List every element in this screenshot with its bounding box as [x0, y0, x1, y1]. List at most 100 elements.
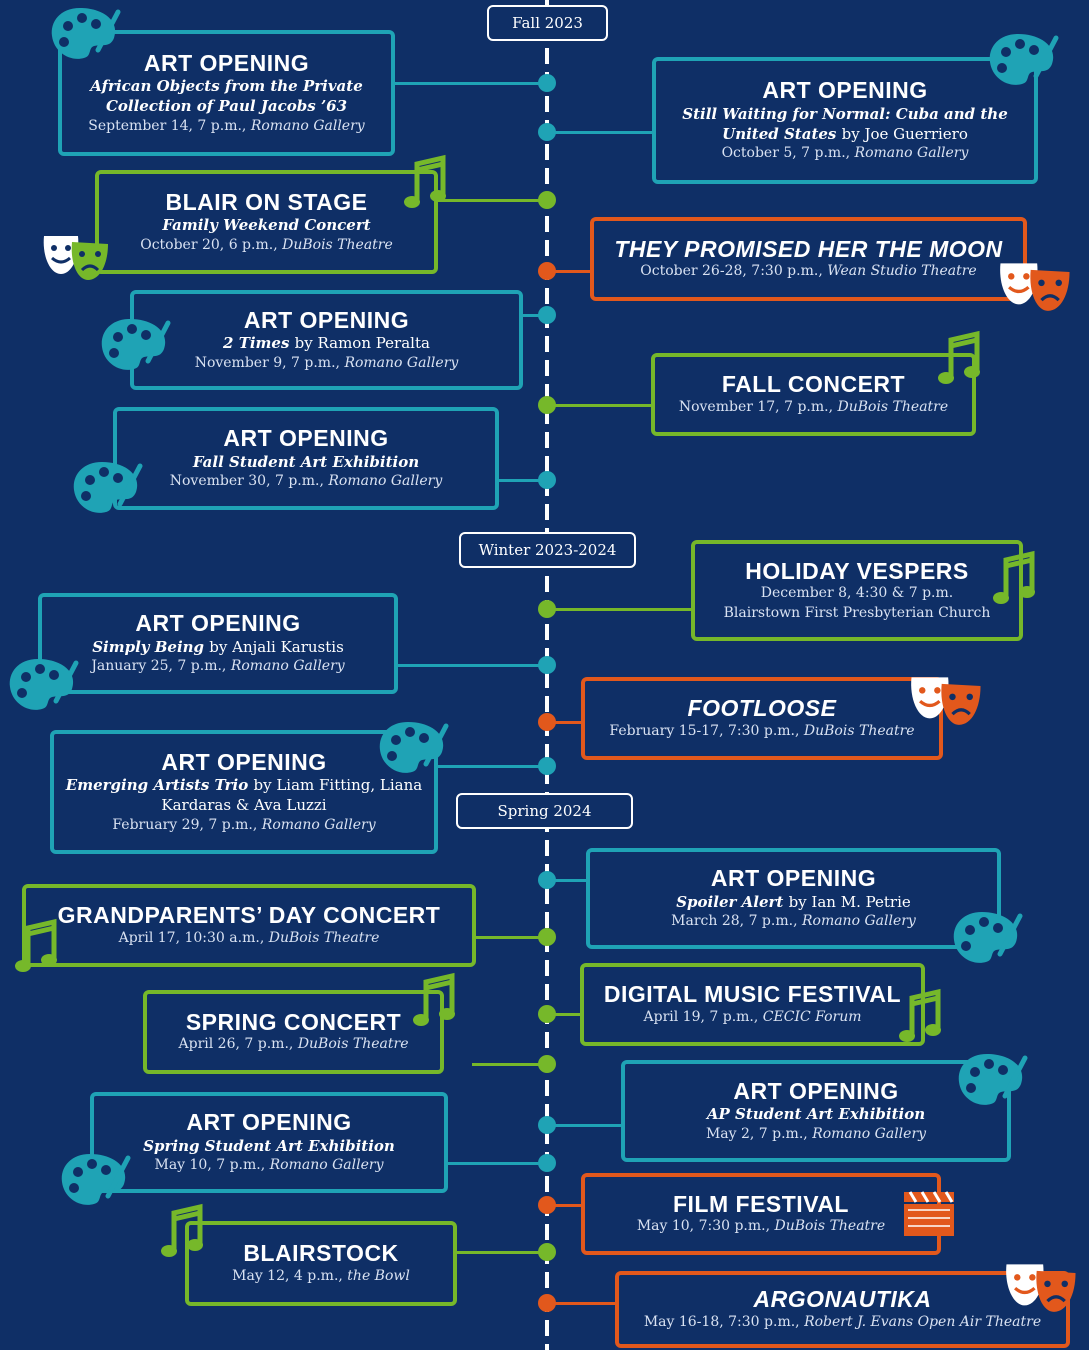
- event-date: January 25, 7 p.m.,: [91, 658, 227, 675]
- event-details: February 15-17, 7:30 p.m., DuBois Theatr…: [609, 722, 914, 742]
- timeline-dot: [538, 656, 556, 674]
- event-date: May 2, 7 p.m.,: [705, 1125, 808, 1142]
- connector-line: [435, 199, 547, 202]
- event-subtitle-work: Spoiler Alert: [676, 892, 784, 911]
- connector-line: [474, 936, 547, 939]
- palette-icon: [61, 1154, 131, 1205]
- timeline-dot: [538, 871, 556, 889]
- event-details: April 19, 7 p.m., CECIC Forum: [644, 1008, 862, 1028]
- connector-line: [496, 479, 547, 482]
- clapperboard-icon: [904, 1191, 954, 1236]
- timeline-dot: [538, 1116, 556, 1134]
- timeline-dot: [538, 757, 556, 775]
- music-note-icon: [938, 330, 980, 384]
- event-location: Romano Gallery: [261, 816, 376, 833]
- event-card-art-opening-still-waiting: ART OPENING Still Waiting for Normal: Cu…: [652, 57, 1038, 184]
- event-date: February 15-17, 7:30 p.m.,: [609, 722, 800, 739]
- event-subtitle: Simply Being by Anjali Karustis: [92, 637, 344, 657]
- event-location: Robert J. Evans Open Air Theatre: [804, 1313, 1042, 1330]
- event-subtitle-artist: by Ian M. Petrie: [788, 892, 911, 911]
- event-subtitle: African Objects from the Private Collect…: [90, 77, 363, 116]
- music-note-icon: [899, 988, 941, 1042]
- season-label-spring-2024: Spring 2024: [456, 793, 633, 829]
- event-title: BLAIR ON STAGE: [165, 188, 368, 215]
- timeline-dot: [538, 123, 556, 141]
- event-details: April 17, 10:30 a.m., DuBois Theatre: [119, 929, 380, 949]
- timeline-dot: [538, 471, 556, 489]
- event-title: HOLIDAY VESPERS: [745, 557, 969, 584]
- connector-line: [455, 1251, 547, 1254]
- event-card-art-opening-african-objects: ART OPENING African Objects from the Pri…: [58, 30, 395, 156]
- event-subtitle-artist: by Joe Guerriero: [841, 124, 968, 143]
- connector-line: [392, 82, 547, 85]
- event-title: ARGONAUTIKA: [753, 1286, 932, 1313]
- event-details: January 25, 7 p.m., Romano Gallery: [91, 657, 344, 677]
- theatre-masks-icon: [1006, 1264, 1076, 1312]
- event-subtitle: Still Waiting for Normal: Cuba and the U…: [666, 104, 1024, 145]
- event-title: ART OPENING: [186, 1109, 352, 1136]
- event-details: February 29, 7 p.m., Romano Gallery: [112, 816, 375, 836]
- event-details: May 10, 7 p.m., Romano Gallery: [154, 1156, 383, 1176]
- timeline-dot: [538, 1005, 556, 1023]
- season-label-winter-2023-2024: Winter 2023-2024: [459, 532, 636, 568]
- event-card-art-opening-ap-student: ART OPENING AP Student Art Exhibition Ma…: [621, 1060, 1011, 1162]
- palette-icon: [953, 912, 1023, 963]
- timeline-dot: [538, 306, 556, 324]
- event-date: May 16-18, 7:30 p.m.,: [643, 1313, 800, 1330]
- event-card-film-festival: FILM FESTIVAL May 10, 7:30 p.m., DuBois …: [581, 1173, 941, 1255]
- theatre-masks-icon: [1000, 263, 1070, 311]
- event-card-art-opening-simply-being: ART OPENING Simply Being by Anjali Karus…: [38, 593, 398, 694]
- connector-line: [547, 608, 693, 611]
- event-location: DuBois Theatre: [297, 1036, 409, 1053]
- event-subtitle-work: Still Waiting for Normal: Cuba and the U…: [682, 104, 1008, 143]
- event-card-art-opening-spring-student: ART OPENING Spring Student Art Exhibitio…: [90, 1092, 448, 1193]
- timeline-dot: [538, 600, 556, 618]
- timeline-spine: [545, 0, 549, 1350]
- connector-line: [547, 404, 654, 407]
- palette-icon: [101, 319, 171, 370]
- music-note-icon: [413, 972, 455, 1026]
- event-details: September 14, 7 p.m., Romano Gallery: [88, 117, 364, 137]
- event-date: October 20, 6 p.m.,: [140, 236, 278, 253]
- event-title: FOOTLOOSE: [687, 695, 837, 722]
- connector-line: [436, 765, 547, 768]
- connector-line: [472, 1063, 547, 1066]
- event-subtitle-artist: by Liam Fitting, Liana Kardaras & Ava Lu…: [161, 776, 423, 815]
- event-card-art-opening-2-times: ART OPENING 2 Times by Ramon Peralta Nov…: [130, 290, 523, 390]
- connector-line: [547, 1204, 583, 1207]
- event-location: Romano Gallery: [269, 1157, 384, 1174]
- connector-line: [547, 1124, 623, 1127]
- event-location: DuBois Theatre: [803, 722, 915, 739]
- timeline-dot: [538, 262, 556, 280]
- event-details: March 28, 7 p.m., Romano Gallery: [671, 912, 916, 932]
- event-location: Blairstown First Presbyterian Church: [723, 604, 991, 621]
- timeline-dot: [538, 713, 556, 731]
- event-details: October 5, 7 p.m., Romano Gallery: [722, 144, 969, 164]
- event-location: DuBois Theatre: [282, 236, 393, 253]
- event-title: ART OPENING: [161, 748, 327, 775]
- event-card-art-opening-emerging-artists: ART OPENING Emerging Artists Trio by Lia…: [50, 730, 438, 854]
- event-location: DuBois Theatre: [268, 929, 380, 946]
- timeline-dot: [538, 1294, 556, 1312]
- event-title: SPRING CONCERT: [185, 1008, 402, 1035]
- event-location: Romano Gallery: [812, 1125, 927, 1142]
- event-location: Romano Gallery: [328, 473, 443, 490]
- event-location: DuBois Theatre: [774, 1218, 886, 1235]
- timeline-dot: [538, 1243, 556, 1261]
- connector-line: [547, 1302, 617, 1305]
- timeline-dot: [538, 1154, 556, 1172]
- event-date: September 14, 7 p.m.,: [88, 117, 247, 134]
- event-date: April 26, 7 p.m.,: [178, 1036, 294, 1053]
- event-location: the Bowl: [347, 1267, 410, 1284]
- event-title: ART OPENING: [733, 1077, 899, 1104]
- timeline-dot: [538, 396, 556, 414]
- event-title: ART OPENING: [762, 77, 928, 104]
- event-subtitle-artist: by Ramon Peralta: [294, 334, 430, 353]
- event-date: November 30, 7 p.m.,: [169, 473, 324, 490]
- connector-line: [547, 721, 583, 724]
- music-note-icon: [15, 918, 57, 972]
- event-title: THEY PROMISED HER THE MOON: [614, 235, 1003, 262]
- event-date: November 17, 7 p.m.,: [678, 398, 834, 415]
- connector-line: [547, 879, 588, 882]
- palette-icon: [9, 659, 79, 710]
